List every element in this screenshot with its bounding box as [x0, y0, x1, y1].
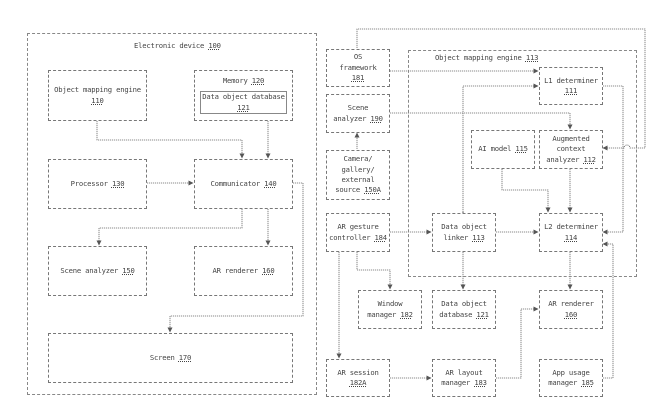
object-mapping-engine-title: Object mapping engine 113 — [435, 53, 539, 62]
object-mapping-engine-box: Object mapping engine 110 — [48, 70, 147, 121]
ar-layout-manager-box: AR layout manager 183 — [432, 359, 496, 397]
screen-box: Screen 170 — [48, 333, 293, 383]
link-l1-111-l2-114 — [602, 85, 624, 235]
object-mapping-engine-container — [408, 50, 637, 277]
link-comm140-screen170 — [167, 180, 304, 333]
electronic-device-title: Electronic device 100 — [134, 41, 221, 50]
scene-analyzer-190-box: Scene analyzer 190 — [326, 94, 390, 133]
link-ome110-comm140 — [94, 116, 245, 159]
ar-gesture-controller-box: AR gesture controller 184 — [326, 213, 390, 252]
data-object-database-121-box: Data object database 121 — [432, 290, 496, 329]
link-layout-ar160 — [491, 306, 539, 381]
link-appusage-l2-114 — [602, 241, 614, 379]
augmented-context-analyzer-box: Augmented context analyzer 112 — [539, 130, 603, 169]
ar-renderer-box: AR renderer 160 — [194, 246, 293, 296]
app-usage-manager-box: App usage manager 185 — [539, 359, 603, 397]
link-os181-top-loop — [356, 28, 646, 151]
electronic-device-container — [27, 33, 317, 395]
link-gesture184-window182 — [354, 247, 393, 290]
communicator-box: Communicator 140 — [194, 159, 293, 209]
processor-box: Processor 130 — [48, 159, 147, 209]
camera-gallery-source-box: Camera/ gallery/ external source 150A — [326, 150, 390, 200]
data-object-linker-box: Data object linker 113 — [432, 213, 496, 252]
link-linker113-l1-111 — [460, 83, 539, 217]
link-scene190-aca112 — [390, 112, 573, 130]
data-object-database-box: Data object database 121 — [200, 91, 287, 114]
link-ai115-l2-114 — [499, 164, 551, 213]
ai-model-box: AI model 115 — [471, 130, 535, 169]
window-manager-box: Window manager 182 — [358, 290, 422, 329]
scene-analyzer-box: Scene analyzer 150 — [48, 246, 147, 296]
